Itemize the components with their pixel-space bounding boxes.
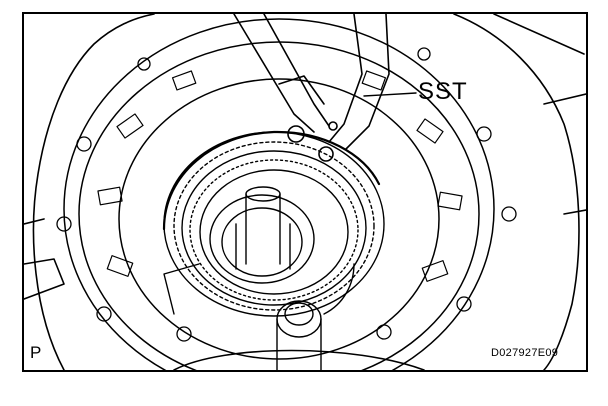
snap-ring [162,130,381,231]
case-bore [63,18,495,370]
sst-label: SST [418,78,468,105]
illustration-frame: SST P D027927E09 [22,12,588,372]
corner-mark: P [30,343,42,362]
transmission-case [24,14,586,370]
input-shaft [209,186,315,284]
lower-support [163,263,355,370]
case-splines [97,70,463,282]
sst-leader-line [363,92,417,97]
transmission-case-illustration [24,14,586,370]
figure-code: D027927E09 [491,347,559,359]
bolt-holes [56,47,517,342]
sst-tool [233,14,390,162]
clutch-pack [163,131,385,317]
